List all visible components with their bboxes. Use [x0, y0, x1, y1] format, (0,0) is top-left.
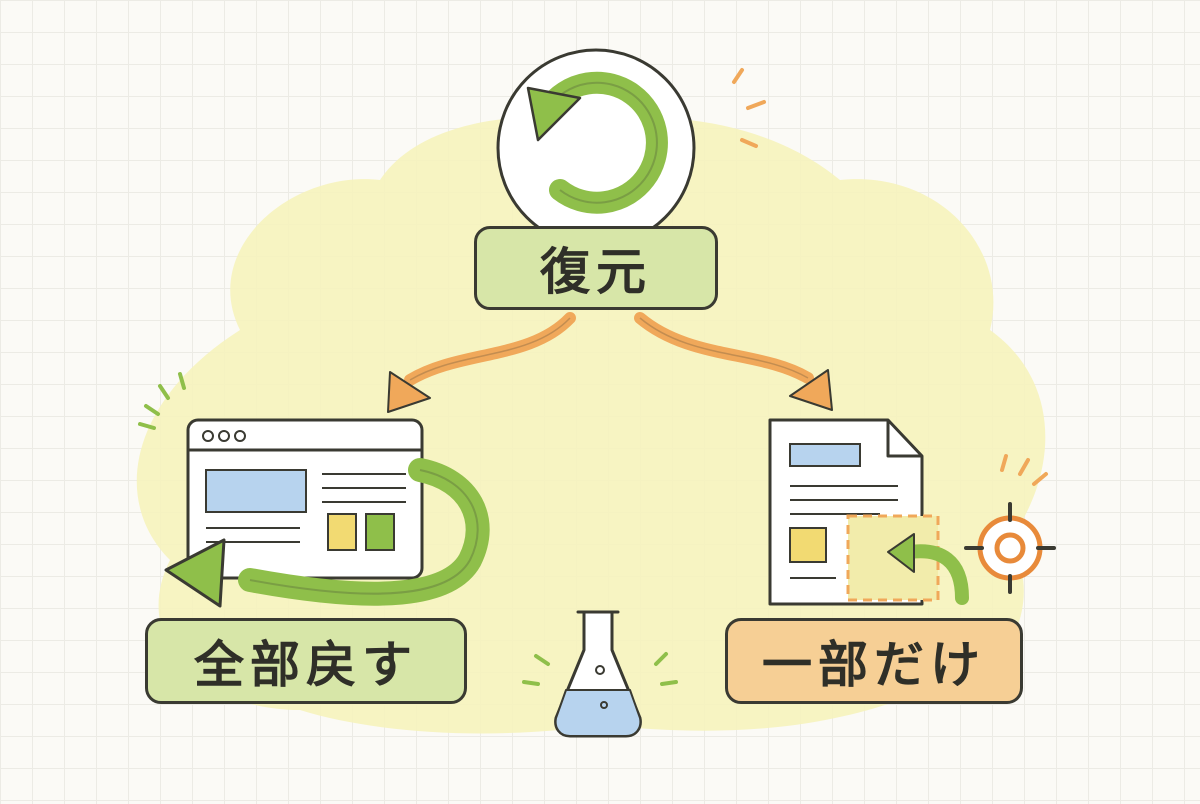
target-icon [964, 502, 1056, 594]
document-partial-restore-icon [768, 418, 969, 606]
browser-window-full-undo-icon [164, 418, 490, 608]
arrow-icon [387, 312, 576, 413]
restore-label: 復元 [474, 226, 718, 310]
sparkle-icon [732, 68, 766, 148]
arrow-icon [634, 312, 833, 411]
flask-icon [554, 610, 642, 738]
sparkle-icon [138, 372, 186, 430]
sparkle-icon [522, 652, 678, 686]
sparkle-icon [1000, 454, 1048, 486]
restore-circular-arrow-icon [496, 48, 696, 248]
partial-restore-label: 一部だけ [725, 618, 1023, 704]
full-restore-label: 全部戻す [145, 618, 467, 704]
